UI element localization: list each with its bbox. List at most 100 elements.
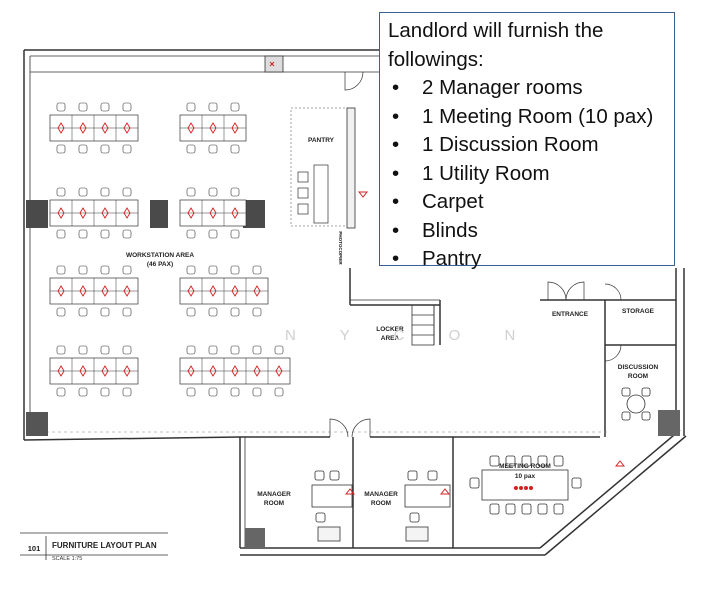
- power-point-icon: [57, 122, 65, 134]
- bullet-icon: •: [392, 104, 400, 128]
- manager-room-2-label-1: MANAGER: [364, 491, 398, 498]
- entrance-label: ENTRANCE: [552, 311, 589, 318]
- landlord-notes-box: Landlord will furnish the followings: • 2…: [379, 12, 675, 270]
- power-point-icon: [231, 285, 239, 297]
- notes-item-text: 2 Manager rooms: [422, 76, 583, 99]
- chair-icon: [122, 144, 132, 154]
- photocopier-label: PHOTOCOPIER: [338, 231, 343, 265]
- chair-icon: [78, 187, 88, 197]
- bullet-icon: •: [392, 190, 400, 213]
- notes-list: • 2 Manager rooms • 1 Meeting Room (10 pax)…: [388, 74, 668, 274]
- discussion-label-2: ROOM: [628, 373, 648, 380]
- chair-icon: [100, 307, 110, 317]
- notes-item-text: 1 Utility Room: [422, 161, 550, 185]
- chair-icon: [56, 345, 66, 355]
- meeting-av-markers: [514, 486, 533, 490]
- chair-icon: [208, 387, 218, 397]
- notes-item: • 1 Meeting Room (10 pax): [388, 103, 668, 132]
- chair-icon: [230, 229, 240, 239]
- watermark: N Y C O N: [285, 327, 535, 344]
- power-point-icon: [57, 365, 65, 377]
- storage-label: STORAGE: [622, 308, 655, 315]
- doors: [329, 71, 622, 438]
- power-point-icon: [231, 365, 239, 377]
- chair-icon: [78, 102, 88, 112]
- chair-icon: [208, 187, 218, 197]
- power-point-icon: [209, 122, 217, 134]
- power-point-icon: [123, 365, 131, 377]
- power-point-icon: [187, 207, 195, 219]
- workstation-clusters: [49, 102, 291, 397]
- notes-item: •Blinds: [388, 217, 668, 246]
- power-point-icon: [101, 207, 109, 219]
- notes-item: •1 Discussion Room: [388, 131, 668, 160]
- pantry-label: PANTRY: [308, 137, 335, 144]
- chair-icon: [56, 144, 66, 154]
- chair-icon: [208, 229, 218, 239]
- chair-icon: [186, 229, 196, 239]
- room-labels: WORKSTATION AREA (46 PAX) PANTRY PHOTOCO…: [126, 137, 659, 507]
- chair-icon: [56, 265, 66, 275]
- chair-icon: [122, 102, 132, 112]
- manager-room-1-label-2: ROOM: [264, 500, 284, 507]
- locker-label-2: AREA: [381, 335, 400, 342]
- manager-room-1-label-1: MANAGER: [257, 491, 291, 498]
- meeting-label-1: MEETING ROOM: [499, 463, 551, 470]
- chair-icon: [274, 387, 284, 397]
- power-point-icon: [231, 122, 239, 134]
- chair-icon: [100, 265, 110, 275]
- power-point-icon: [101, 365, 109, 377]
- pantry-area: [290, 107, 356, 229]
- locker-label-1: LOCKER: [376, 326, 404, 333]
- chair-icon: [100, 144, 110, 154]
- drawing-title: FURNITURE LAYOUT PLAN: [52, 541, 157, 550]
- power-point-icon: [187, 285, 195, 297]
- power-point-icon: [187, 122, 195, 134]
- discussion-label-1: DISCUSSION: [618, 364, 659, 371]
- chair-icon: [208, 144, 218, 154]
- power-point-icon: [57, 207, 65, 219]
- notes-item-text: Carpet: [422, 190, 484, 213]
- chair-icon: [56, 307, 66, 317]
- chair-icon: [230, 387, 240, 397]
- notes-heading: Landlord will furnish the followings:: [388, 19, 604, 71]
- chair-icon: [78, 307, 88, 317]
- bullet-icon: •: [392, 76, 400, 99]
- chair-icon: [230, 307, 240, 317]
- chair-icon: [208, 345, 218, 355]
- power-point-icon: [253, 365, 261, 377]
- power-point-icon: [57, 285, 65, 297]
- manager-room-2-label-2: ROOM: [371, 500, 391, 507]
- power-point-icon: [79, 365, 87, 377]
- chair-icon: [100, 187, 110, 197]
- power-point-icon: [123, 122, 131, 134]
- chair-icon: [186, 102, 196, 112]
- drawing-scale: SCALE 1:75: [52, 556, 82, 562]
- power-point-icon: [79, 207, 87, 219]
- power-point-icon: [79, 285, 87, 297]
- power-points: [269, 61, 626, 495]
- chair-icon: [78, 265, 88, 275]
- drawing-number: 101: [28, 544, 41, 553]
- chair-icon: [122, 229, 132, 239]
- meeting-label-2: 10 pax: [515, 473, 536, 480]
- power-point-icon: [209, 207, 217, 219]
- notes-item: •Pantry: [388, 245, 668, 274]
- power-point-icon: [253, 285, 261, 297]
- chair-icon: [78, 345, 88, 355]
- power-point-icon: [209, 365, 217, 377]
- manager-room-1-furniture: [311, 470, 353, 542]
- notes-item-text: 1 Meeting Room (10 pax): [422, 104, 654, 128]
- chair-icon: [252, 265, 262, 275]
- chair-icon: [100, 345, 110, 355]
- power-point-icon: [231, 207, 239, 219]
- chair-icon: [186, 144, 196, 154]
- power-point-icon: [275, 365, 283, 377]
- chair-icon: [252, 345, 262, 355]
- chair-icon: [100, 229, 110, 239]
- title-block: 101 FURNITURE LAYOUT PLAN SCALE 1:75: [20, 532, 168, 562]
- chair-icon: [78, 144, 88, 154]
- power-point-icon: [187, 365, 195, 377]
- columns: [26, 55, 680, 548]
- chair-icon: [252, 307, 262, 317]
